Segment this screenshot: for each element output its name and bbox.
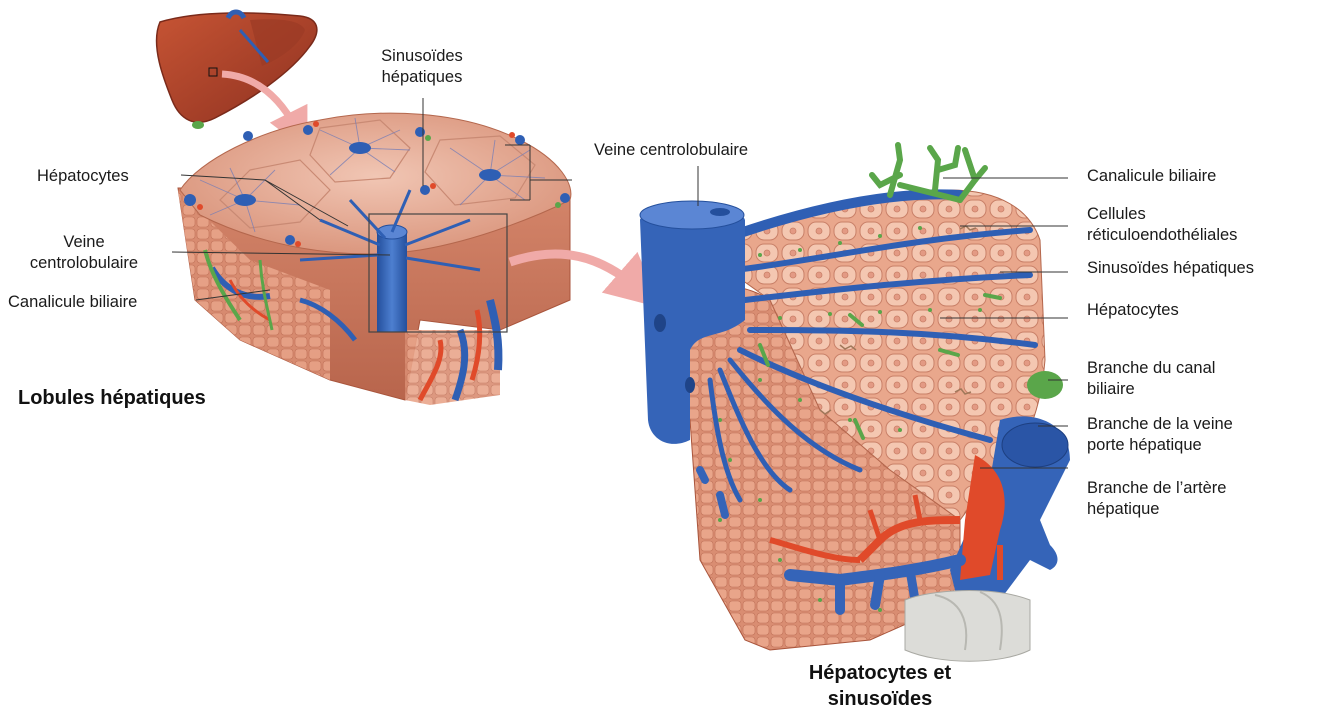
label-veine-porte-right: Branche de la veine porte hépatique bbox=[1087, 414, 1233, 456]
label-hepatocytes-left: Hépatocytes bbox=[37, 166, 129, 187]
label-artere-right: Branche de l’artère hépatique bbox=[1087, 478, 1226, 520]
title-right: Hépatocytes et sinusoïdes bbox=[770, 660, 990, 712]
label-canal-right: Branche du canal biliaire bbox=[1087, 358, 1215, 400]
label-sinusoides-right: Sinusoïdes hépatiques bbox=[1087, 258, 1254, 279]
label-hepatocytes-right: Hépatocytes bbox=[1087, 300, 1179, 321]
detail-block bbox=[640, 145, 1070, 661]
label-sinusoides-left: Sinusoïdes hépatiques bbox=[360, 46, 484, 88]
liver-icon bbox=[157, 12, 317, 129]
label-cellules-right: Cellules réticuloendothéliales bbox=[1087, 204, 1237, 246]
label-canalicule-left: Canalicule biliaire bbox=[8, 292, 137, 313]
label-veine-left: Veine centrolobulaire bbox=[8, 232, 160, 274]
label-veine-right: Veine centrolobulaire bbox=[594, 140, 748, 161]
title-left: Lobules hépatiques bbox=[18, 385, 258, 411]
label-canalicule-right: Canalicule biliaire bbox=[1087, 166, 1216, 187]
